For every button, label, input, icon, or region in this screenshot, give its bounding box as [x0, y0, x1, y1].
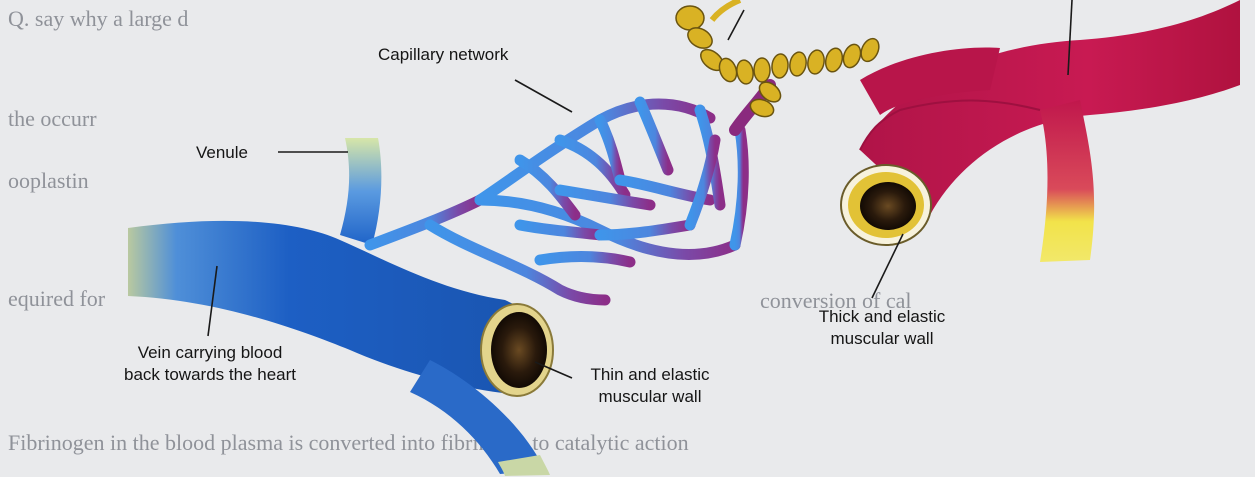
thick-wall-label-line1: Thick and elastic	[782, 306, 982, 328]
thin-wall-label: Thin and elastic muscular wall	[570, 364, 730, 408]
vein-label-line2: back towards the heart	[80, 364, 340, 386]
capillary-network	[370, 102, 743, 300]
vein-label-line1: Vein carrying blood	[80, 342, 340, 364]
artery-branch-down	[1040, 100, 1094, 262]
vein-lumen	[491, 312, 547, 388]
venule-vessel	[340, 138, 381, 245]
thin-wall-label-line1: Thin and elastic	[570, 364, 730, 386]
vein-label: Vein carrying blood back towards the hea…	[80, 342, 340, 386]
nerve-strand	[712, 0, 740, 20]
capillary-network-label: Capillary network	[378, 44, 508, 66]
muscle-coil	[676, 6, 882, 120]
venule-label: Venule	[196, 142, 248, 164]
thin-wall-label-line2: muscular wall	[570, 386, 730, 408]
thick-wall-label-line2: muscular wall	[782, 328, 982, 350]
artery-lumen	[860, 182, 916, 230]
thick-wall-label: Thick and elastic muscular wall	[782, 306, 982, 350]
